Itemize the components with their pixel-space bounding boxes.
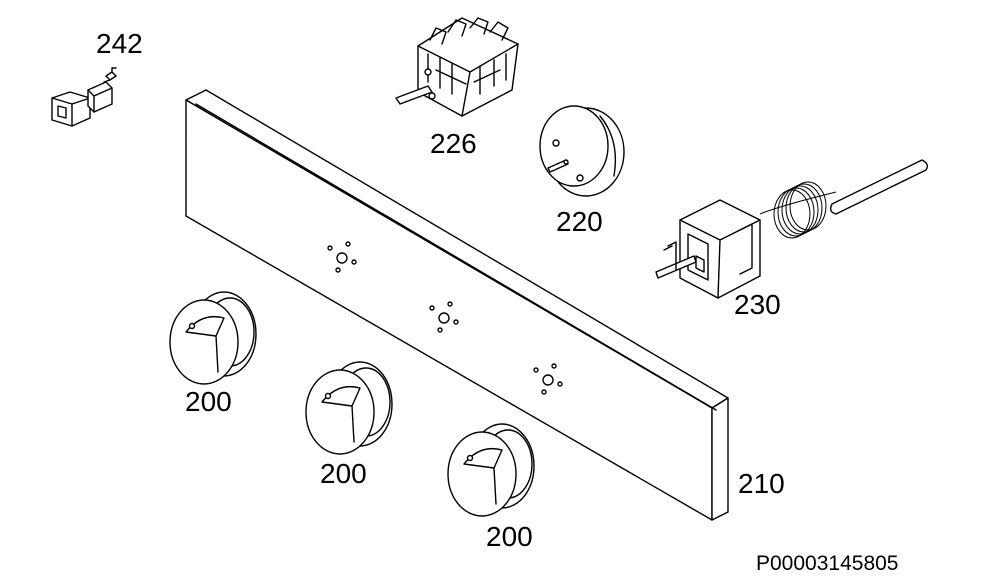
label-knob-3: 200 xyxy=(486,521,533,552)
label-knob-1: 200 xyxy=(185,386,232,417)
label-timer-knob: 220 xyxy=(556,206,603,237)
thermostat-part xyxy=(655,159,929,299)
timer-knob-part xyxy=(539,105,625,197)
label-knob-2: 200 xyxy=(320,458,367,489)
label-thermostat: 230 xyxy=(734,289,781,320)
shaft-hole-1 xyxy=(327,241,357,273)
label-selector-switch: 226 xyxy=(430,128,477,159)
shaft-hole-2 xyxy=(429,301,459,333)
label-control-panel: 210 xyxy=(738,468,785,499)
label-indicator-lamp: 242 xyxy=(96,28,143,59)
control-knob-2 xyxy=(305,361,393,455)
indicator-lamp-part xyxy=(51,67,117,127)
selector-switch-part xyxy=(395,17,519,117)
capillary-coil xyxy=(773,181,827,239)
control-panel-part xyxy=(185,89,729,521)
control-knob-1 xyxy=(169,291,257,385)
control-knob-3 xyxy=(447,423,535,517)
drawing-code: P00003145805 xyxy=(756,552,899,575)
shaft-hole-3 xyxy=(533,363,563,395)
